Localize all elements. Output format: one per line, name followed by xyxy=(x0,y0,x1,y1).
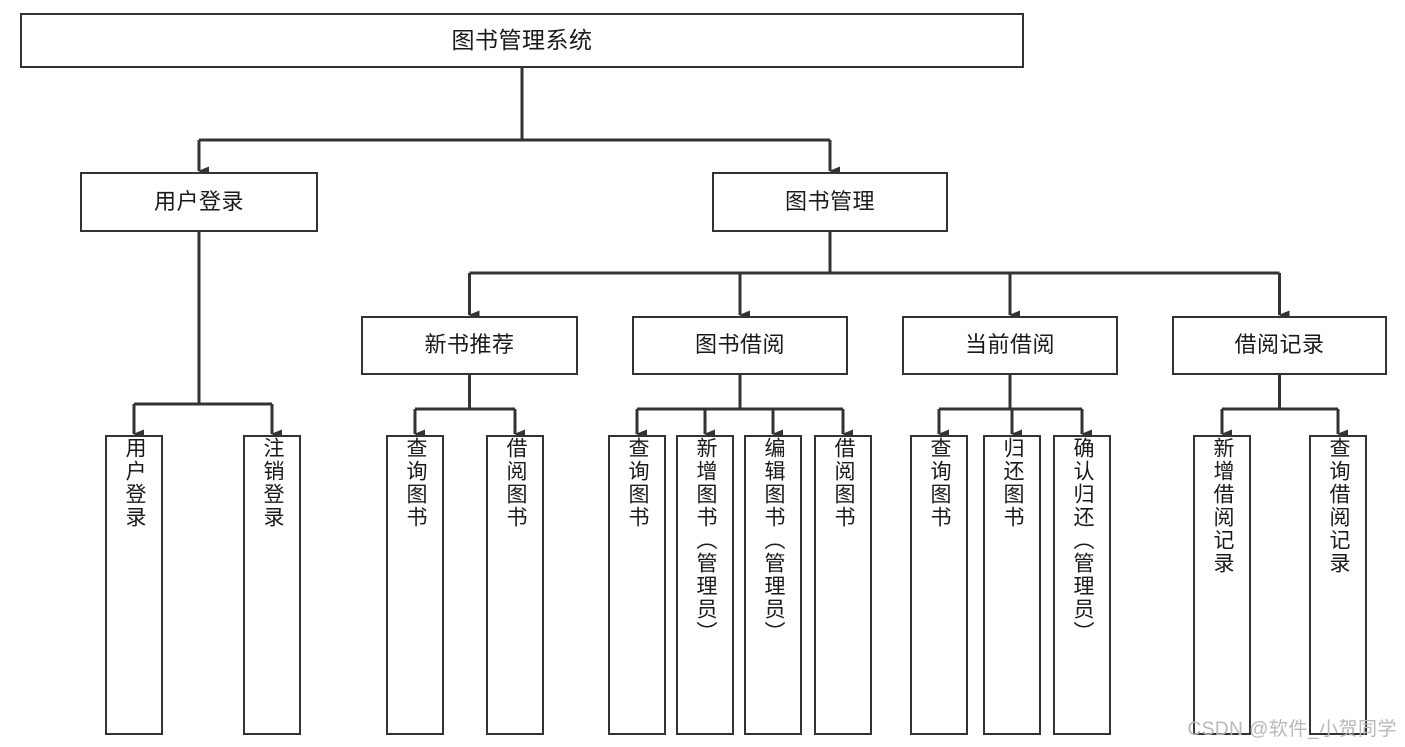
node-label: 图书管理 xyxy=(784,188,875,214)
node-leaf-borrow-book-recommend[interactable]: 借阅图书 xyxy=(486,435,544,735)
node-label: 图书管理系统 xyxy=(451,27,593,54)
node-leaf-borrow-book-borrow[interactable]: 借阅图书 xyxy=(814,435,872,735)
node-label: 查询借阅记录 xyxy=(1327,437,1351,575)
node-user-login[interactable]: 用户登录 xyxy=(80,172,318,232)
node-label: 用户登录 xyxy=(153,188,244,214)
node-label: 归还图书 xyxy=(1001,437,1025,529)
node-leaf-query-borrow-record[interactable]: 查询借阅记录 xyxy=(1309,435,1367,735)
node-label: 用户登录 xyxy=(123,437,147,529)
node-label: 借阅图书 xyxy=(504,437,528,529)
node-leaf-edit-book-admin[interactable]: 编辑图书（管理员） xyxy=(744,435,802,735)
node-leaf-confirm-return-admin[interactable]: 确认归还（管理员） xyxy=(1053,435,1111,735)
node-label: 查询图书 xyxy=(928,437,952,529)
node-label: 确认归还（管理员） xyxy=(1071,437,1095,644)
node-new-book-recommend[interactable]: 新书推荐 xyxy=(361,316,578,375)
node-label: 编辑图书（管理员） xyxy=(762,437,786,644)
node-label: 借阅记录 xyxy=(1234,332,1325,358)
node-label: 借阅图书 xyxy=(832,437,856,529)
node-label: 注销登录 xyxy=(261,437,285,529)
node-label: 当前借阅 xyxy=(964,332,1055,358)
node-current-borrow[interactable]: 当前借阅 xyxy=(902,316,1118,375)
node-leaf-user-login[interactable]: 用户登录 xyxy=(105,435,163,735)
node-root-book-management-system[interactable]: 图书管理系统 xyxy=(20,13,1024,68)
node-leaf-return-book[interactable]: 归还图书 xyxy=(983,435,1041,735)
node-leaf-add-book-admin[interactable]: 新增图书（管理员） xyxy=(676,435,734,735)
node-leaf-query-book-borrow[interactable]: 查询图书 xyxy=(608,435,666,735)
node-label: 新书推荐 xyxy=(424,332,515,358)
node-book-borrow[interactable]: 图书借阅 xyxy=(632,316,848,375)
node-label: 查询图书 xyxy=(404,437,428,529)
csdn-watermark: CSDN @软件_小贺同学 xyxy=(1187,719,1397,740)
node-leaf-logout[interactable]: 注销登录 xyxy=(243,435,301,735)
node-leaf-query-book-current[interactable]: 查询图书 xyxy=(910,435,968,735)
node-leaf-query-book-recommend[interactable]: 查询图书 xyxy=(386,435,444,735)
node-label: 图书借阅 xyxy=(694,332,785,358)
node-label: 查询图书 xyxy=(626,437,650,529)
node-borrow-record[interactable]: 借阅记录 xyxy=(1172,316,1387,375)
node-label: 新增图书（管理员） xyxy=(694,437,718,644)
node-book-management[interactable]: 图书管理 xyxy=(712,172,948,232)
node-leaf-add-borrow-record[interactable]: 新增借阅记录 xyxy=(1193,435,1251,735)
node-label: 新增借阅记录 xyxy=(1211,437,1235,575)
